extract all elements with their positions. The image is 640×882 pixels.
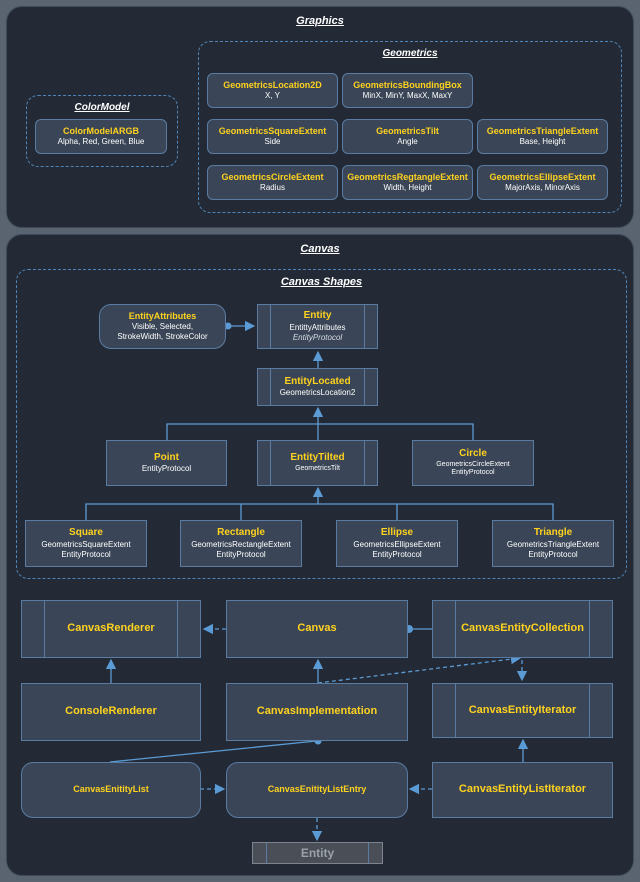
entity-node[interactable]: Entity EntittyAttributes EntityProtocol — [257, 304, 378, 349]
node-title: Ellipse — [380, 527, 414, 539]
geometrics-group: Geometrics — [198, 41, 622, 213]
node-line2: EntityProtocol — [528, 549, 578, 559]
node-line2: EntityProtocol — [292, 332, 343, 342]
canvas-title: Canvas — [300, 243, 340, 255]
node-line1: GeometricsLocation2 — [279, 388, 356, 398]
node-fields: X, Y — [265, 91, 280, 101]
node-line1: GeometricsTilt — [295, 464, 340, 472]
node-line1: GeometricsRectangleExtent — [191, 539, 291, 549]
canvas-entity-list-entry-node[interactable]: CanvasEnitityListEntry — [226, 762, 408, 818]
node-line1: GeometricsSquareExtent — [41, 539, 131, 549]
geometrics-square-extent-node[interactable]: GeometricsSquareExtent Side — [207, 119, 338, 154]
node-fields: Radius — [260, 183, 285, 193]
node-title: Point — [154, 451, 179, 463]
node-title: ColorModelARGB — [63, 125, 139, 136]
canvas-shapes-group: Canvas Shapes — [16, 269, 627, 579]
node-title: GeometricsTilt — [376, 125, 439, 136]
node-title: Square — [69, 527, 103, 539]
canvas-node[interactable]: Canvas — [226, 600, 408, 658]
node-title: Entity — [300, 845, 335, 860]
square-node[interactable]: Square GeometricsSquareExtent EntityProt… — [25, 520, 147, 567]
node-title: GeometricsCircleExtent — [221, 171, 324, 182]
circle-node[interactable]: Circle GeometricsCircleExtent EntityProt… — [412, 440, 534, 486]
node-line2: EntityProtocol — [216, 549, 266, 559]
node-fields: Angle — [397, 137, 418, 147]
node-title: GeometricsSquareExtent — [218, 125, 327, 136]
node-fields: Visible, Selected, StrokeWidth, StrokeCo… — [117, 322, 208, 342]
triangle-node[interactable]: Triangle GeometricsTriangleExtent Entity… — [492, 520, 614, 567]
node-line1: GeometricsTriangleExtent — [506, 539, 600, 549]
colormodel-group: ColorModel — [26, 95, 178, 167]
geometrics-triangle-extent-node[interactable]: GeometricsTriangleExtent Base, Height — [477, 119, 608, 154]
rectangle-node[interactable]: Rectangle GeometricsRectangleExtent Enti… — [180, 520, 302, 567]
node-title: Triangle — [533, 527, 573, 539]
entity-reference-node[interactable]: Entity — [252, 842, 383, 864]
node-fields: Side — [264, 137, 281, 147]
node-fields: Alpha, Red, Green, Blue — [57, 137, 145, 147]
entity-attributes-node[interactable]: EntityAttributes Visible, Selected, Stro… — [99, 304, 226, 349]
node-title: EntityLocated — [284, 375, 351, 387]
entity-located-node[interactable]: EntityLocated GeometricsLocation2 — [257, 368, 378, 406]
geometrics-tilt-node[interactable]: GeometricsTilt Angle — [342, 119, 473, 154]
node-fields: MinX, MinY, MaxX, MaxY — [362, 91, 453, 101]
entity-tilted-node[interactable]: EntityTilted GeometricsTilt — [257, 440, 378, 486]
colormodel-title: ColorModel — [74, 102, 130, 113]
point-node[interactable]: Point EntityProtocol — [106, 440, 227, 486]
node-title: GeometricsEllipseExtent — [489, 171, 596, 182]
node-title: CanvasEnitityListEntry — [267, 784, 367, 795]
node-title: Canvas — [297, 622, 337, 635]
node-fields: Width, Height — [383, 183, 432, 193]
node-title: EntityAttributes — [128, 310, 197, 321]
node-line2: EntityProtocol — [372, 549, 422, 559]
node-title: CanvasEnitityList — [73, 784, 149, 795]
node-title: Entity — [303, 310, 332, 322]
geometrics-bounding-box-node[interactable]: GeometricsBoundingBox MinX, MinY, MaxX, … — [342, 73, 473, 108]
canvas-entity-list-node[interactable]: CanvasEnitityList — [21, 762, 201, 818]
console-renderer-node[interactable]: ConsoleRenderer — [21, 683, 201, 741]
node-fields: Base, Height — [519, 137, 566, 147]
geometrics-regtangle-extent-node[interactable]: GeometricsRegtangleExtent Width, Height — [342, 165, 473, 200]
canvas-renderer-node[interactable]: CanvasRenderer — [21, 600, 201, 658]
node-title: CanvasRenderer — [67, 622, 155, 635]
graphics-title: Graphics — [296, 15, 344, 27]
canvas-entity-collection-node[interactable]: CanvasEntityCollection — [432, 600, 613, 658]
canvas-implementation-node[interactable]: CanvasImplementation — [226, 683, 408, 741]
node-title: ConsoleRenderer — [65, 705, 157, 718]
node-line2: EntityProtocol — [451, 469, 495, 477]
geometrics-ellipse-extent-node[interactable]: GeometricsEllipseExtent MajorAxis, Minor… — [477, 165, 608, 200]
node-line2: EntityProtocol — [61, 549, 111, 559]
node-line1: EntityProtocol — [141, 464, 192, 474]
geometrics-location2d-node[interactable]: GeometricsLocation2D X, Y — [207, 73, 338, 108]
canvas-entity-list-iterator-node[interactable]: CanvasEntityListIterator — [432, 762, 613, 818]
node-title: GeometricsLocation2D — [223, 79, 322, 90]
geometrics-circle-extent-node[interactable]: GeometricsCircleExtent Radius — [207, 165, 338, 200]
node-title: GeometricsBoundingBox — [353, 79, 462, 90]
node-line1: EntittyAttributes — [289, 322, 346, 332]
node-title: CanvasImplementation — [256, 705, 378, 718]
node-line1: GeometricsEllipseExtent — [353, 539, 441, 549]
ellipse-node[interactable]: Ellipse GeometricsEllipseExtent EntityPr… — [336, 520, 458, 567]
node-title: EntityTilted — [290, 452, 345, 464]
node-title: Circle — [459, 448, 487, 459]
node-fields: MajorAxis, MinorAxis — [505, 183, 580, 193]
node-title: CanvasEntityCollection — [461, 622, 584, 635]
node-title: GeometricsTriangleExtent — [486, 125, 599, 136]
node-title: GeometricsRegtangleExtent — [347, 171, 468, 182]
colormodel-argb-node[interactable]: ColorModelARGB Alpha, Red, Green, Blue — [35, 119, 167, 154]
node-title: CanvasEntityListIterator — [458, 783, 587, 796]
node-title: Rectangle — [217, 527, 265, 539]
node-title: CanvasEntityIterator — [468, 703, 577, 716]
canvas-shapes-title: Canvas Shapes — [280, 276, 363, 288]
geometrics-title: Geometrics — [382, 48, 438, 59]
node-line1: GeometricsCircleExtent — [436, 460, 510, 468]
canvas-entity-iterator-node[interactable]: CanvasEntityIterator — [432, 683, 613, 738]
